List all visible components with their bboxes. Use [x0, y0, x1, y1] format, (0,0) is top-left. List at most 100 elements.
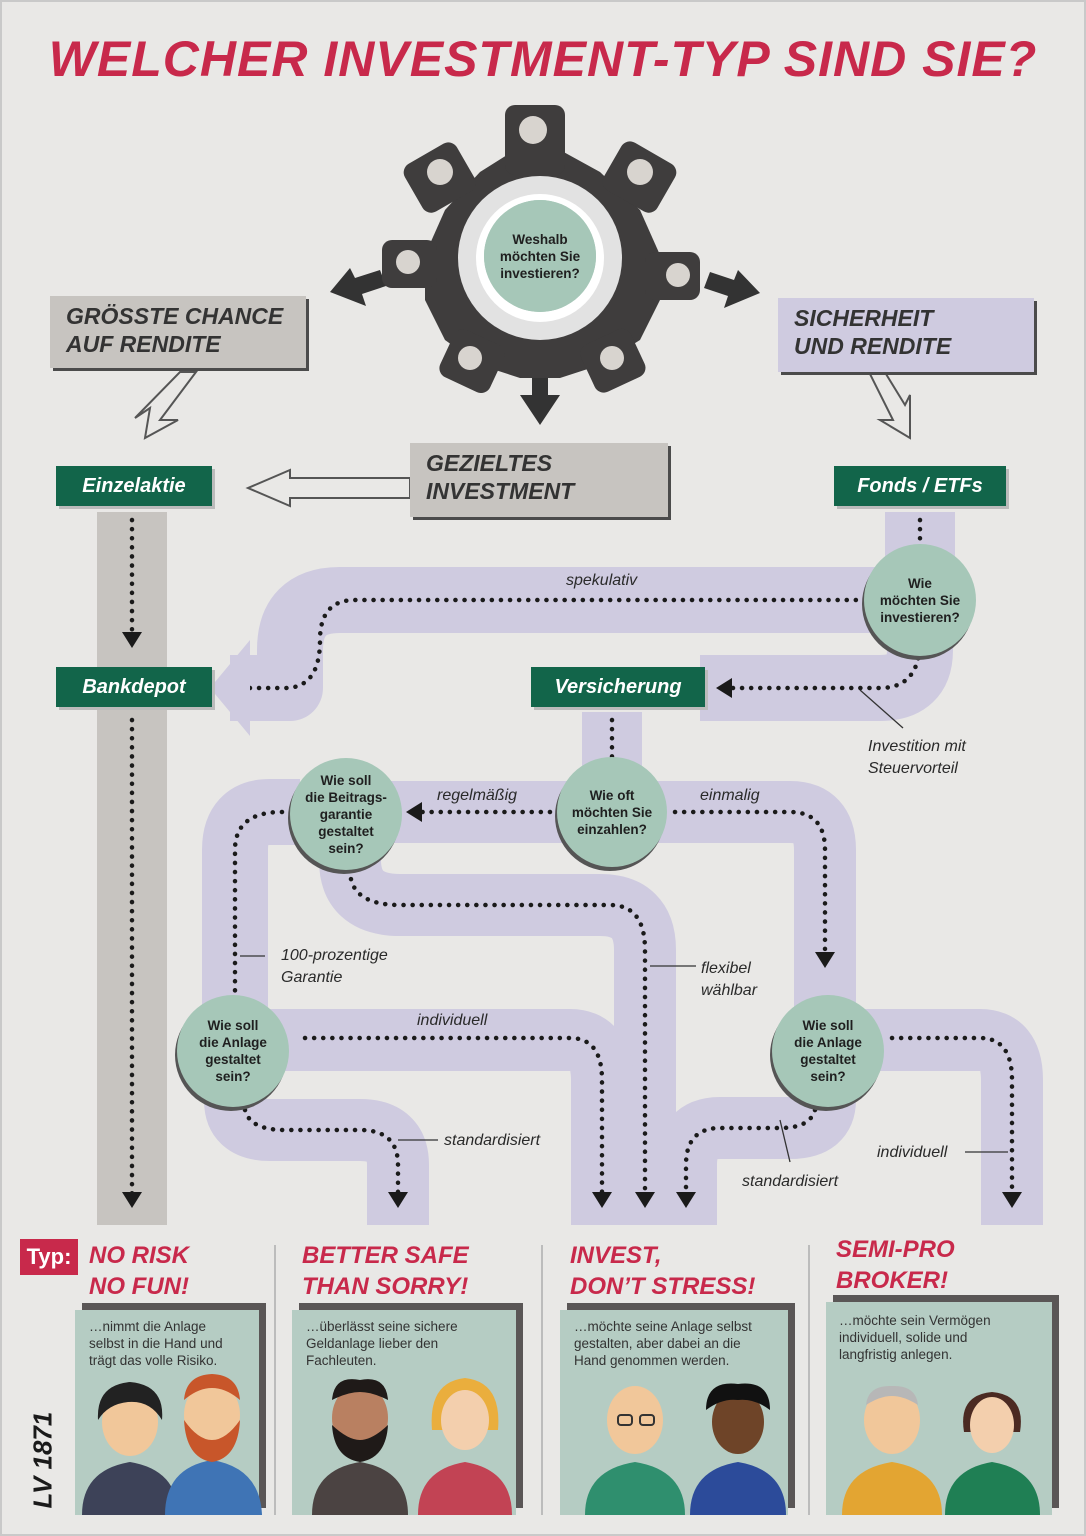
desc-line: Hand genommen werden. — [574, 1353, 730, 1368]
question-line: investieren? — [880, 609, 960, 625]
type-name-line: BROKER! — [836, 1267, 948, 1294]
label-regelmaessig: regelmäßig — [437, 787, 518, 804]
pipe-individuell-left — [270, 1009, 633, 1225]
center-question-line: Weshalb — [512, 231, 568, 247]
lv1871-logo: LV 1871 — [26, 1380, 60, 1510]
type-name-line: NO FUN! — [89, 1273, 189, 1300]
pipe-arrow-bankdepot — [210, 640, 250, 736]
divider — [808, 1245, 810, 1515]
type-name-line: SEMI-PRO — [836, 1236, 955, 1263]
center-question-line: möchten Sie — [499, 248, 581, 264]
goal-line: GEZIELTES — [426, 450, 553, 476]
question-design-left: Wie soll die Anlage gestaltet sein? — [177, 995, 289, 1107]
goal-box-sicherheit: SICHERHEIT UND RENDITE — [778, 298, 1034, 372]
desc-line: selbst in die Hand und — [89, 1336, 223, 1351]
goal-line: AUF RENDITE — [66, 331, 221, 357]
label-individuell-left: individuell — [417, 1012, 488, 1029]
label-leaders — [240, 689, 1008, 1163]
label-standardisiert-right: standardisiert — [742, 1173, 839, 1190]
person-woman-brown-hair — [945, 1392, 1040, 1515]
label-standardisiert-left: standardisiert — [444, 1132, 541, 1149]
question-line: Wie soll — [802, 1018, 854, 1033]
question-line: die Anlage — [794, 1035, 862, 1050]
question-line: einzahlen? — [577, 821, 647, 837]
question-guarantee: Wie soll die Beitrags- garantie gestalte… — [290, 758, 402, 870]
desc-line: individuell, solide und — [839, 1330, 968, 1345]
question-line: möchten Sie — [879, 592, 961, 608]
goal-line: UND RENDITE — [794, 333, 952, 359]
desc-line: langfristig anlegen. — [839, 1347, 953, 1362]
desc-line: Geldanlage lieber den — [306, 1336, 439, 1351]
person-man-dark-beard — [312, 1379, 408, 1515]
question-line: gestaltet — [800, 1052, 856, 1067]
desc-line: trägt das volle Risiko. — [89, 1353, 218, 1368]
label-line: Garantie — [281, 969, 343, 986]
question-line: sein? — [215, 1069, 251, 1084]
type-name-line: BETTER SAFE — [302, 1242, 469, 1269]
desc-line: Fachleuten. — [306, 1353, 377, 1368]
label-flexibel: flexibel wählbar — [701, 958, 757, 1002]
question-line: gestaltet — [205, 1052, 261, 1067]
goal-line: GRÖSSTE CHANCE — [66, 303, 284, 329]
question-line: garantie — [319, 806, 373, 822]
typ-tag: Typ: — [20, 1239, 78, 1275]
goal-box-gezielt: GEZIELTES INVESTMENT — [410, 443, 668, 517]
pipe-standardisiert-right — [655, 1069, 856, 1225]
type-desc-3: …möchte seine Anlage selbst gestalten, a… — [574, 1318, 788, 1369]
outline-arrows — [134, 371, 911, 508]
pipe-standardisiert-left — [204, 1069, 429, 1225]
page-title: WELCHER INVESTMENT-TYP SIND SIE? — [48, 31, 1038, 87]
question-line: die Beitrags- — [305, 789, 387, 805]
desc-line: …möchte sein Vermögen — [839, 1313, 991, 1328]
product-bankdepot: Bankdepot — [56, 667, 212, 707]
divider — [274, 1245, 276, 1515]
label-line: Investition mit — [868, 738, 966, 755]
label-line: Steuervorteil — [868, 760, 958, 777]
question-line: die Anlage — [199, 1035, 267, 1050]
question-design-right: Wie soll die Anlage gestaltet sein? — [772, 995, 884, 1107]
type-name-line: INVEST, — [570, 1242, 662, 1269]
question-line: Wie soll — [207, 1018, 259, 1033]
goal-line: SICHERHEIT — [794, 305, 934, 331]
goal-line: INVESTMENT — [426, 478, 575, 504]
question-line: sein? — [328, 840, 364, 856]
type-desc-2: …überlässt seine sichere Geldanlage lieb… — [306, 1318, 512, 1369]
desc-line: …nimmt die Anlage — [89, 1319, 207, 1334]
question-line: Wie soll — [320, 772, 372, 788]
person-older-man — [842, 1385, 942, 1515]
question-line: gestaltet — [318, 823, 374, 839]
desc-line: gestalten, aber dabei an die — [574, 1336, 741, 1351]
label-individuell-right: individuell — [877, 1144, 948, 1161]
people-illustrations — [82, 1374, 1040, 1515]
center-arrows — [330, 268, 760, 425]
label-line: wählbar — [701, 982, 758, 999]
question-pay-how-often: Wie oft möchten Sie einzahlen? — [557, 757, 667, 867]
type-name-better-safe: BETTER SAFE THAN SORRY! — [302, 1240, 469, 1302]
question-line: Wie oft — [589, 787, 635, 803]
question-invest-how: Wie möchten Sie investieren? — [864, 544, 976, 656]
product-versicherung: Versicherung — [531, 667, 705, 707]
pipe-individuell-right — [860, 1009, 1043, 1225]
center-question-line: investieren? — [500, 265, 580, 281]
type-desc-1: …nimmt die Anlage selbst in die Hand und… — [89, 1318, 259, 1369]
person-woman-black-hair — [82, 1382, 178, 1515]
type-name-line: NO RISK — [89, 1242, 190, 1269]
person-man-glasses — [585, 1386, 685, 1515]
center-question-circle: Weshalb möchten Sie investieren? — [484, 200, 596, 312]
question-line: möchten Sie — [571, 804, 653, 820]
pipe-garantie — [202, 779, 303, 1030]
type-name-line: THAN SORRY! — [302, 1273, 469, 1300]
label-steuervorteil: Investition mit Steuervorteil — [868, 736, 966, 780]
label-line: 100-prozentige — [281, 947, 388, 964]
type-name-no-risk: NO RISK NO FUN! — [89, 1240, 189, 1302]
divider — [541, 1245, 543, 1515]
product-fonds-etfs: Fonds / ETFs — [834, 466, 1006, 506]
logo-text: LV 1871 — [27, 1411, 58, 1509]
question-line: Wie — [908, 575, 932, 591]
product-einzelaktie: Einzelaktie — [56, 466, 212, 506]
person-man-red-beard — [165, 1374, 262, 1515]
label-garantie: 100-prozentige Garantie — [281, 945, 388, 989]
desc-line: …möchte seine Anlage selbst — [574, 1319, 752, 1334]
label-einmalig: einmalig — [700, 787, 760, 804]
type-desc-4: …möchte sein Vermögen individuell, solid… — [839, 1312, 1049, 1363]
